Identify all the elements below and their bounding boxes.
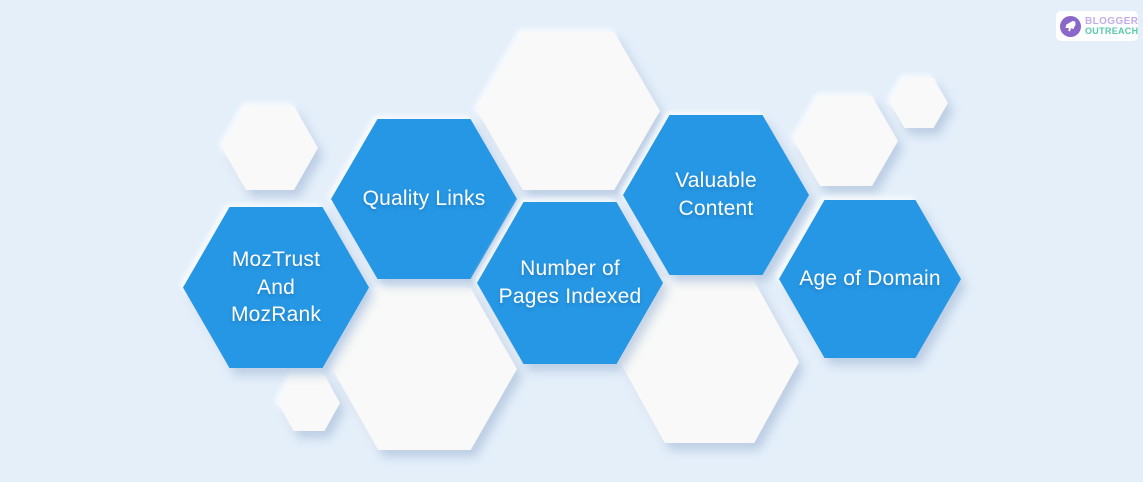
- decor-hexagon-bottom-left-small: [278, 375, 340, 431]
- decor-hexagon-shape: [794, 96, 898, 186]
- logo-text-outreach: OUTREACH: [1085, 25, 1139, 36]
- hexagon-moztrust-and-mozrank: MozTrust And MozRank: [183, 207, 369, 368]
- hexagon-label: Age of Domain: [799, 267, 941, 291]
- logo-text-blogger: BLOGGER: [1085, 15, 1139, 27]
- hexagon-shape: Age of Domain: [779, 200, 961, 358]
- decor-hexagon-top-center: [477, 32, 660, 190]
- hexagon-label: Valuable Content: [675, 169, 757, 220]
- hexagon-label: MozTrust And MozRank: [230, 247, 322, 327]
- hexagon-quality-links: Quality Links: [331, 119, 517, 279]
- hexagon-valuable-content: Valuable Content: [623, 115, 809, 275]
- megaphone-icon: [1060, 15, 1081, 37]
- hexagon-shape: Valuable Content: [623, 115, 809, 275]
- decor-hexagon-top-right-small: [890, 78, 948, 128]
- decor-hexagon-bottom-left-large: [332, 288, 517, 450]
- decor-hexagon-right-mid: [794, 96, 898, 186]
- hexagon-shape: Number of Pages Indexed: [477, 202, 663, 364]
- decor-hexagon-shape: [332, 288, 517, 450]
- hexagon-age-of-domain: Age of Domain: [779, 200, 961, 358]
- decor-hexagon-top-left: [222, 106, 318, 190]
- decor-hexagon-bottom-right-large: [620, 281, 799, 443]
- hexagon-number-of-pages-indexed: Number of Pages Indexed: [477, 202, 663, 364]
- decor-hexagon-shape: [222, 106, 318, 190]
- brand-logo: BLOGGER OUTREACH: [1056, 11, 1138, 41]
- hexagon-shape: Quality Links: [331, 119, 517, 279]
- decor-hexagon-shape: [890, 78, 948, 128]
- hexagon-label: Number of Pages Indexed: [498, 257, 642, 308]
- hexagon-label: Quality Links: [362, 187, 486, 211]
- logo-text: BLOGGER OUTREACH: [1085, 15, 1139, 36]
- decor-hexagon-shape: [278, 375, 340, 431]
